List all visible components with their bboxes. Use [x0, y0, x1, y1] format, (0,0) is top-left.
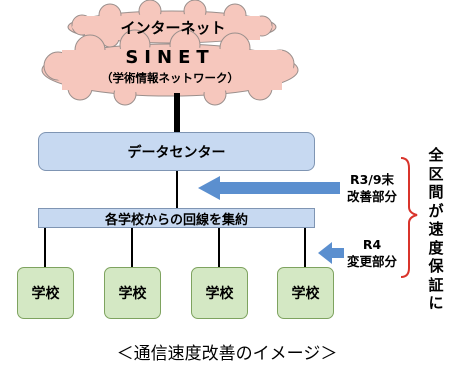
aggregation-box: 各学校からの回線を集約: [38, 208, 315, 228]
sinet-label: SINET: [125, 47, 215, 68]
r4-arrow-icon: [318, 242, 344, 264]
internet-cloud: [67, 0, 277, 48]
data-center-label: データセンター: [127, 144, 226, 161]
school-label: 学校: [118, 286, 147, 302]
range-brace: [400, 157, 418, 278]
r4-note: R4 変更部分: [340, 236, 404, 270]
sinet-cloud: [41, 29, 299, 106]
school-box-2: 学校: [104, 267, 161, 319]
school-box-4: 学校: [277, 267, 334, 319]
sinet-subtitle: （学術情報ネットワーク）: [101, 71, 239, 85]
internet-label: インターネット: [120, 19, 226, 37]
school-label: 学校: [291, 286, 320, 302]
school-box-1: 学校: [17, 267, 74, 319]
school-label: 学校: [205, 286, 234, 302]
r4-note-line1: R4: [362, 237, 382, 252]
data-center-box: データセンター: [38, 132, 315, 171]
vertical-label: 全区間が速度保証に: [428, 146, 444, 312]
aggregation-label: 各学校からの回線を集約: [104, 212, 248, 228]
diagram-caption: ＜通信速度改善のイメージ＞: [116, 344, 338, 364]
r3-note-line2: 改善部分: [346, 189, 397, 204]
r4-note-line2: 変更部分: [346, 254, 397, 269]
school-box-3: 学校: [191, 267, 248, 319]
r3-note-line1: R3/9末: [349, 172, 395, 187]
r3-arrow-icon: [198, 176, 340, 200]
school-label: 学校: [31, 286, 60, 302]
r3-note: R3/9末 改善部分: [340, 171, 404, 205]
